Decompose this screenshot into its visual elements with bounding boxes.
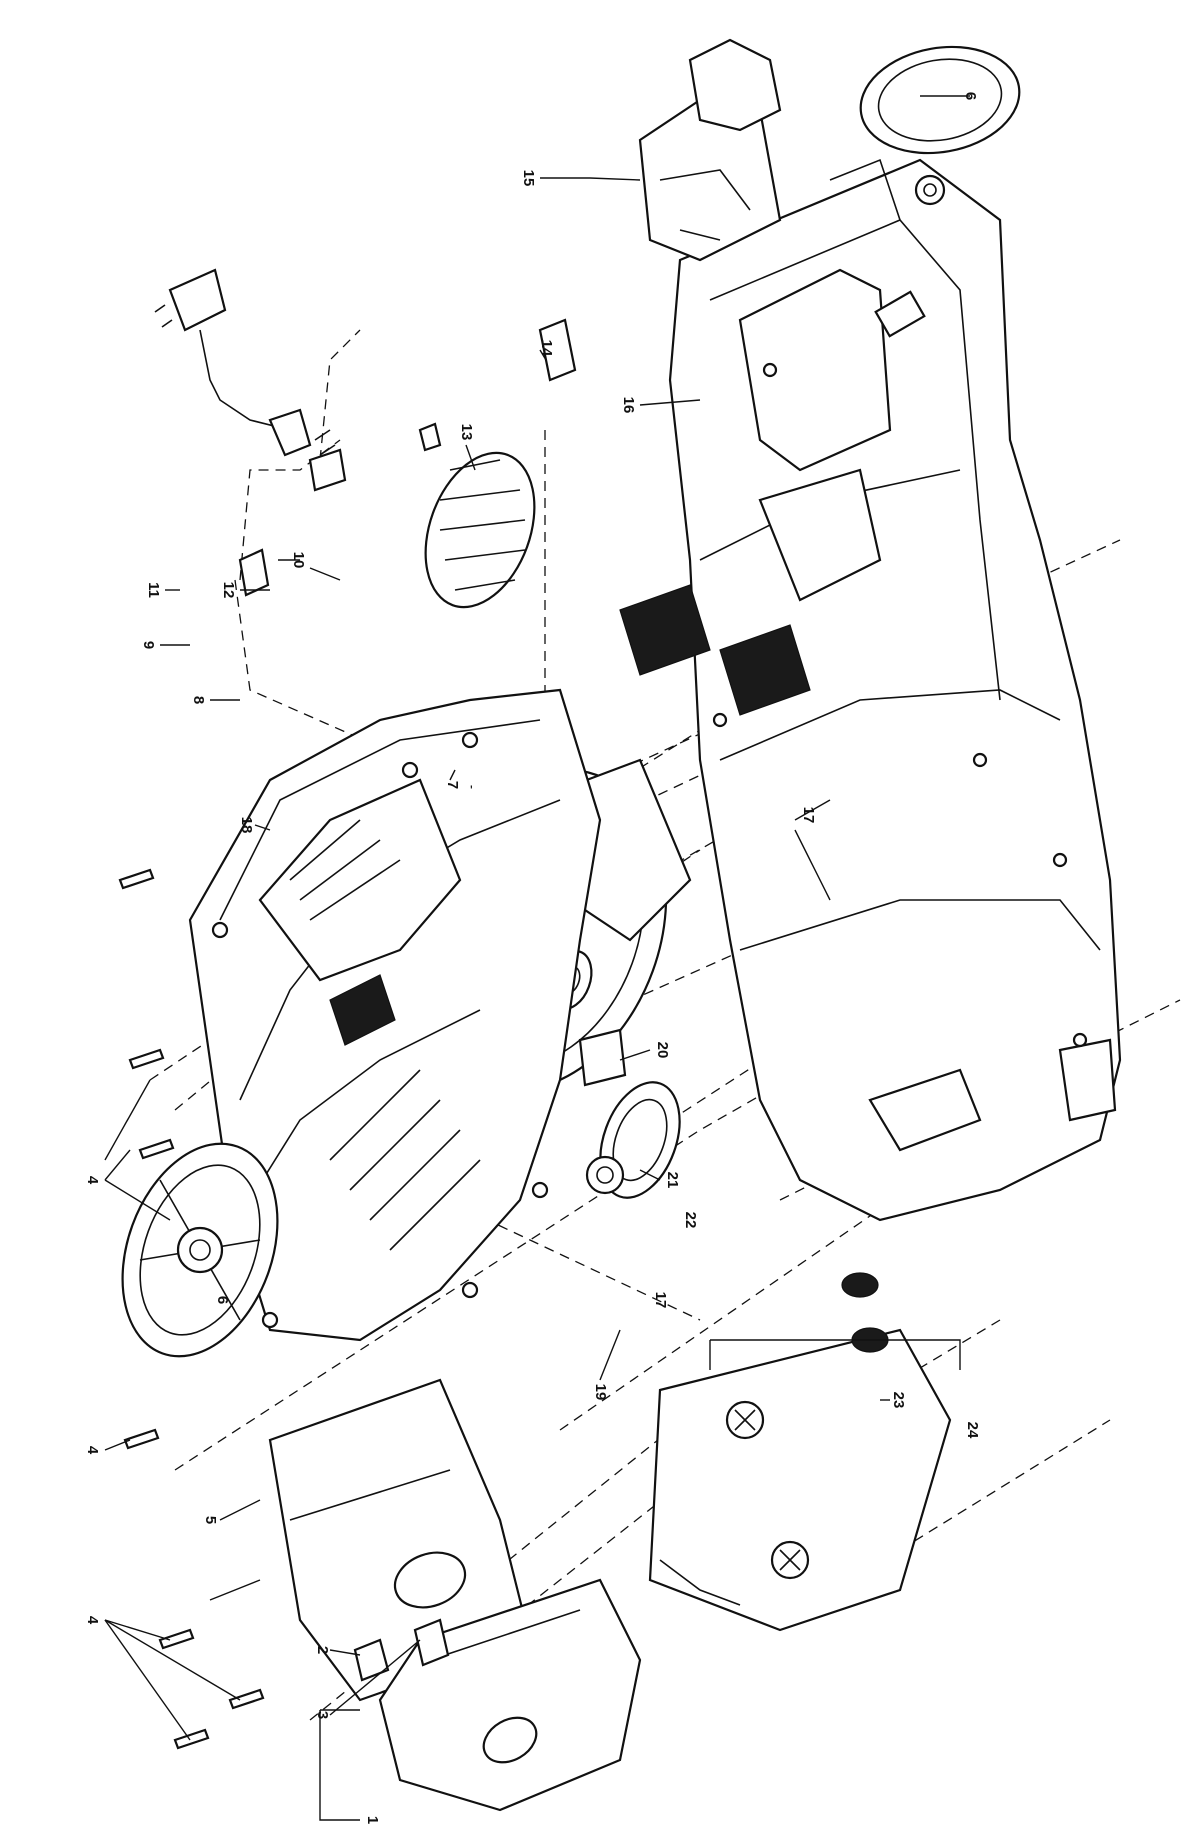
callout-9: 9 [140, 641, 157, 649]
callout-2: 2 [314, 1646, 331, 1654]
callout-20: 20 [654, 1042, 671, 1059]
callout-17-right: 17 [800, 807, 817, 824]
callout-18: 18 [238, 817, 255, 834]
part-11-12-cord [154, 268, 312, 457]
callout-7: 7 [444, 781, 461, 789]
bracket-part-24 [709, 1339, 961, 1370]
part-5-panel [268, 1378, 532, 1702]
callout-8: 8 [190, 696, 207, 704]
callout-24: 24 [964, 1422, 981, 1439]
part-21-22-impeller [585, 1081, 681, 1199]
part-4-screws [118, 868, 265, 1750]
callout-4-mid: 4 [84, 1446, 101, 1455]
part-8-9-10-switch [238, 429, 347, 597]
callout-10: 10 [290, 552, 307, 569]
callout-23: 23 [890, 1392, 907, 1409]
part-16-housing [668, 158, 1122, 1222]
callout-22: 22 [682, 1212, 699, 1229]
leader-lines [104, 95, 970, 1741]
callout-14: 14 [538, 340, 555, 357]
part-24-bottom-plate [648, 1272, 952, 1632]
bracket-part-1 [319, 1709, 360, 1821]
callout-11: 11 [145, 582, 162, 598]
part-14-cover-plate [538, 318, 577, 382]
callout-12: 12 [220, 582, 237, 599]
callout-16: 16 [620, 397, 637, 414]
part-2-3-clips [353, 1618, 450, 1682]
part-6-wheel-left [121, 1142, 279, 1358]
part-20-block [578, 1028, 627, 1087]
callout-3: 3 [314, 1711, 331, 1719]
callout-21: 21 [664, 1172, 681, 1189]
callout-4-top: 4 [84, 1176, 101, 1185]
callout-1: 1 [364, 1816, 381, 1824]
part-13-grille [424, 451, 536, 609]
part-18-connector [418, 422, 442, 452]
part-6-wheel-right [859, 45, 1021, 206]
part-17-filters [619, 584, 811, 716]
callout-4-bottom: 4 [84, 1616, 101, 1625]
part-15-handle [638, 38, 782, 262]
callout-5: 5 [202, 1516, 219, 1524]
stray-mark: ' [470, 782, 473, 798]
callout-13: 13 [458, 424, 475, 441]
callout-15: 15 [520, 170, 537, 187]
callout-6-right: 6 [962, 92, 979, 100]
callout-6-left: 6 [214, 1296, 231, 1304]
callout-labels: 6 15 14 16 13 11 12 10 9 8 18 17 7 ' 19 … [84, 92, 981, 1824]
part-7-base-frame [188, 688, 602, 1342]
callout-17-frame: 17 [652, 1292, 669, 1309]
callout-19: 19 [592, 1384, 609, 1401]
